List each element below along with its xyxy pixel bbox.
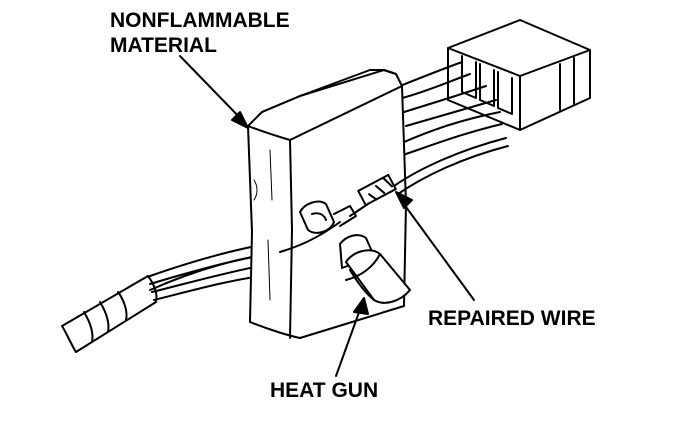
nonflammable-label-line1: NONFLAMMABLE bbox=[110, 9, 290, 32]
leader-nonflammable bbox=[179, 55, 249, 129]
heat-gun-label: HEAT GUN bbox=[270, 379, 379, 402]
harness-left bbox=[61, 245, 281, 353]
heat-gun bbox=[339, 234, 411, 304]
repaired-wire-label: REPAIRED WIRE bbox=[428, 307, 596, 330]
harness-wires-upper bbox=[399, 61, 503, 157]
nonflammable-material-label: NONFLAMMABLE MATERIAL bbox=[110, 8, 290, 58]
leader-repaired-wire bbox=[395, 191, 475, 301]
nonflammable-label-line2: MATERIAL bbox=[110, 34, 217, 57]
connector-housing bbox=[447, 19, 591, 131]
repaired-wire bbox=[279, 137, 509, 253]
leader-heat-gun bbox=[335, 297, 369, 377]
